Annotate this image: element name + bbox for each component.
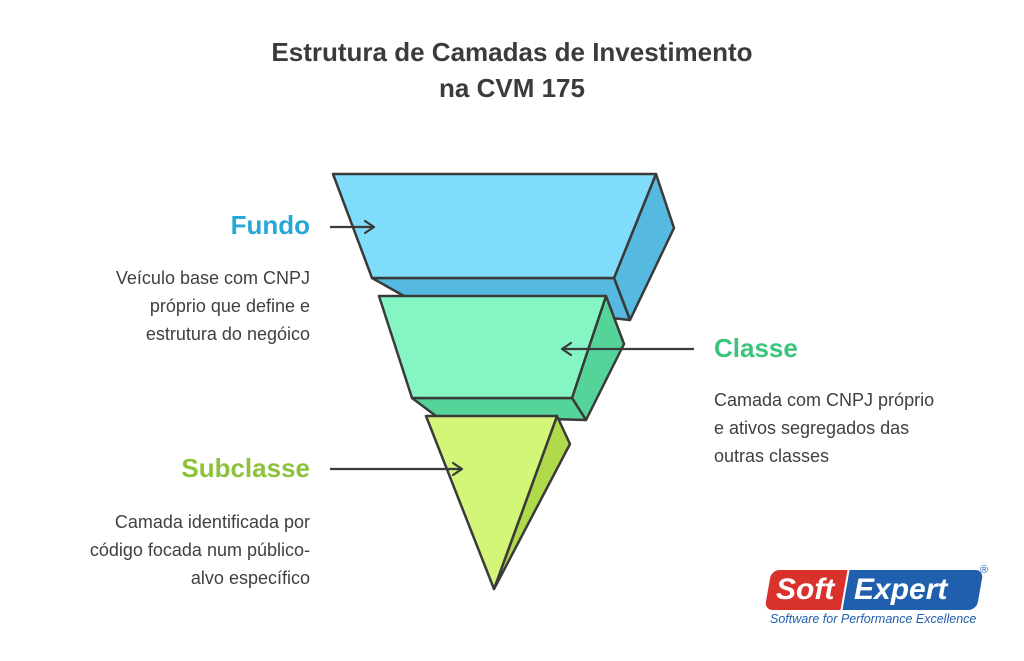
title-line-1: Estrutura de Camadas de Investimento [271,37,753,67]
subclasse-layer [424,414,572,591]
logo-registered-mark: ® [980,564,989,576]
logo-expert-text: Expert [854,573,948,606]
subclasse-desc-line-1: Camada identificada por [114,512,310,532]
classe-label: Classe [714,333,798,363]
classe-layer [377,294,626,422]
diagram-title: Estrutura de Camadas de Investimento na … [0,34,1024,106]
logo-tagline: Software for Performance Excellence [770,612,977,626]
title-line-2: na CVM 175 [439,73,585,103]
fundo-layer [331,172,676,322]
classe-description: Camada com CNPJ próprio e ativos segrega… [714,386,1004,470]
subclasse-label: Subclasse [181,453,310,483]
fundo-description: Veículo base com CNPJ próprio que define… [40,264,310,348]
subclasse-desc-line-2: código focada num público- [89,540,310,560]
logo-soft-text: Soft [776,573,835,606]
classe-desc-line-1: Camada com CNPJ próprio [714,390,935,410]
subclasse-desc-line-3: alvo específico [190,568,310,588]
subclasse-description: Camada identificada por código focada nu… [30,508,310,592]
fundo-desc-line-2: próprio que define e [149,296,310,316]
classe-desc-line-3: outras classes [714,446,830,466]
classe-desc-line-2: e ativos segregados das [714,418,910,438]
fundo-desc-line-1: Veículo base com CNPJ [115,268,310,288]
softexpert-logo: Soft Expert ® Software for Performance E… [764,564,990,630]
fundo-label: Fundo [230,210,310,240]
fundo-desc-line-3: estrutura do negóico [145,324,310,344]
